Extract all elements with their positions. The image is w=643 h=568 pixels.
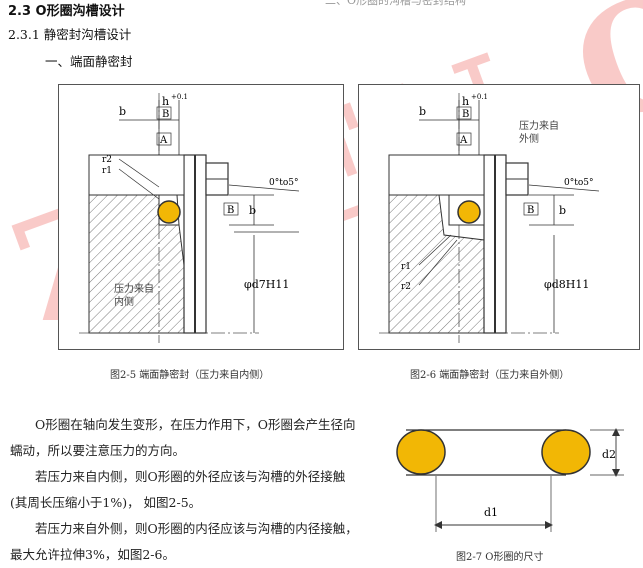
fig5-label-b: b bbox=[119, 105, 126, 118]
figure-2-7-caption: 图2-7 O形圈的尺寸 bbox=[456, 552, 544, 563]
figure-2-6-drawing: b h +0.1 B A 压力来自 外侧 0°to5° B b r1 r2 φd… bbox=[379, 93, 600, 343]
fig5-label-b-lower: b bbox=[249, 204, 256, 217]
fig6-label-angle: 0°to5° bbox=[564, 178, 594, 188]
fig6-pressure-1: 压力来自 bbox=[519, 119, 559, 132]
fig6-label-datum-b: B bbox=[462, 109, 469, 120]
fig6-label-h: h bbox=[462, 95, 469, 108]
fig5-label-datum-a: A bbox=[159, 135, 168, 146]
fig5-pressure-1: 压力来自 bbox=[114, 282, 154, 295]
fig5-label-angle: 0°to5° bbox=[269, 178, 299, 188]
figure-2-5-caption: 图2-5 端面静密封（压力来自内侧） bbox=[110, 370, 270, 381]
fig5-pressure-2: 内侧 bbox=[114, 295, 134, 308]
fig5-label-datum-b-lower: B bbox=[227, 205, 234, 216]
fig6-label-datum-a: A bbox=[459, 135, 468, 146]
fig5-label-diameter: φd7H11 bbox=[244, 278, 289, 291]
fig5-label-r1: r1 bbox=[102, 166, 112, 176]
paragraph-1: O形圈在轴向发生变形，在压力作用下，O形圈会产生径向蠕动，所以要注意压力的方向。 bbox=[10, 417, 356, 458]
fig6-label-b-lower: b bbox=[559, 204, 566, 217]
figure-2-7-drawing: d2 d1 bbox=[396, 428, 624, 532]
paragraph-3: 若压力来自外侧，则O形圈的内径应该与沟槽的内径接触，最大允许拉伸3%，如图2-6… bbox=[10, 521, 358, 562]
fig7-label-d1: d1 bbox=[484, 506, 498, 519]
fig6-pressure-2: 外侧 bbox=[519, 132, 539, 145]
item-heading: 一、端面静密封 bbox=[45, 54, 133, 69]
fig6-label-diameter: φd8H11 bbox=[544, 278, 589, 291]
fig6-label-b: b bbox=[419, 105, 426, 118]
section-heading: 2.3 O形圈沟槽设计 bbox=[8, 4, 125, 19]
figure-2-5: b h +0.1 B A r2 r1 0°to5° B b 压力来自 内侧 φd… bbox=[58, 84, 344, 350]
fig6-label-r1: r1 bbox=[401, 262, 411, 272]
figure-2-5-drawing: b h +0.1 B A r2 r1 0°to5° B b 压力来自 内侧 φd… bbox=[79, 93, 300, 343]
figure-2-6-caption: 图2-6 端面静密封（压力来自外侧） bbox=[410, 370, 570, 381]
fig6-label-r2: r2 bbox=[401, 282, 411, 292]
header-fragment: 二、O形圈的沟槽与密封结构 bbox=[325, 0, 467, 7]
fig5-label-datum-b: B bbox=[162, 109, 169, 120]
fig5-label-h: h bbox=[162, 95, 169, 108]
fig6-label-h-tol: +0.1 bbox=[471, 93, 488, 101]
figure-2-6: b h +0.1 B A 压力来自 外侧 0°to5° B b r1 r2 φd… bbox=[358, 84, 640, 350]
fig7-label-d2: d2 bbox=[602, 448, 616, 461]
subsection-heading: 2.3.1 静密封沟槽设计 bbox=[8, 27, 132, 42]
fig5-label-r2: r2 bbox=[102, 155, 112, 165]
fig6-label-datum-b-lower: B bbox=[527, 205, 534, 216]
paragraph-2: 若压力来自内侧，则O形圈的外径应该与沟槽的外径接触(其周长压缩小于1%)， 如图… bbox=[10, 469, 346, 510]
fig5-label-h-tol: +0.1 bbox=[171, 93, 188, 101]
